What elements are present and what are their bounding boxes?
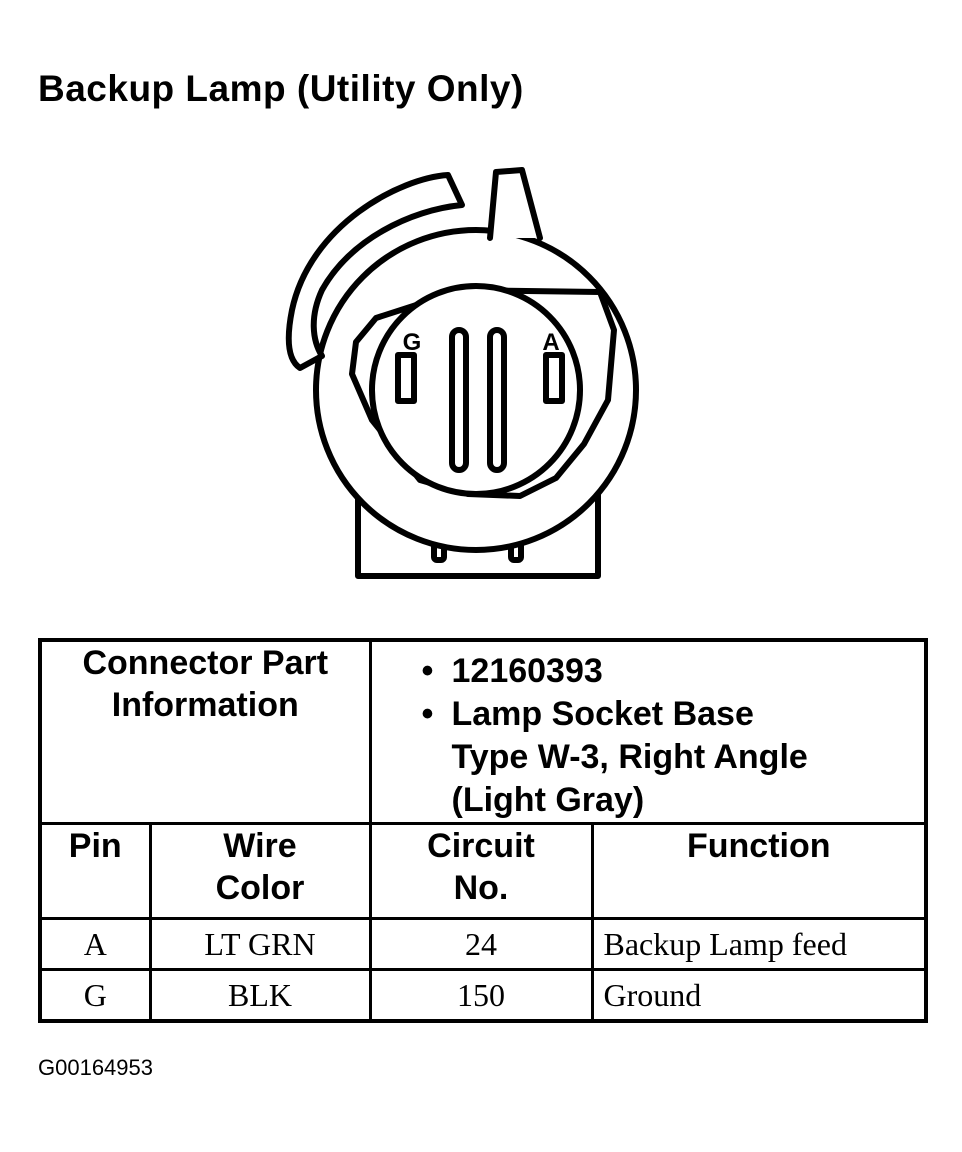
header-wire-color: Wire Color [148, 822, 372, 920]
connector-housing-base [355, 469, 601, 579]
diagram-title: Backup Lamp (Utility Only) [38, 68, 524, 109]
pin-label-g: G [403, 329, 422, 356]
connector-info-details: •12160393 •Lamp Socket Base Type W-3, Ri… [368, 638, 928, 825]
cell-pin: A [38, 917, 152, 971]
terminal-a [543, 352, 565, 404]
connector-info-row: Connector Part Information •12160393 •La… [38, 638, 928, 825]
cell-function: Ground [590, 968, 928, 1023]
pin-label-a: A [542, 329, 559, 356]
socket-inner-opening [369, 283, 583, 497]
info-item-continuation-1: Type W-3, Right Angle [451, 738, 808, 776]
connector-info-label: Connector Part Information [38, 638, 372, 825]
cell-wire-color: LT GRN [148, 917, 372, 971]
table-header-row: Pin Wire Color Circuit No. Function [38, 822, 928, 920]
blade-slot-left [449, 327, 469, 473]
header-function: Function [590, 822, 928, 920]
cell-wire-color: BLK [148, 968, 372, 1023]
connector-table: Connector Part Information •12160393 •La… [38, 638, 928, 1023]
table-row: G BLK 150 Ground [38, 968, 928, 1023]
header-pin: Pin [38, 822, 152, 920]
info-label-line1: Connector Part [82, 644, 329, 682]
connector-face-diagram: G A [285, 167, 639, 579]
blade-slot-right [487, 327, 507, 473]
latch-arm [285, 172, 465, 371]
info-label-line2: Information [111, 686, 299, 724]
info-item-part-number: •12160393 [421, 652, 603, 690]
info-item-continuation-2: (Light Gray) [451, 781, 645, 819]
cell-circuit: 150 [368, 968, 594, 1023]
key-tab [487, 167, 543, 241]
cell-pin: G [38, 968, 152, 1023]
info-item-description: •Lamp Socket Base [421, 695, 754, 733]
cell-circuit: 24 [368, 917, 594, 971]
cell-function: Backup Lamp feed [590, 917, 928, 971]
header-circuit-no: Circuit No. [368, 822, 594, 920]
table-row: A LT GRN 24 Backup Lamp feed [38, 917, 928, 971]
figure-id: G00164953 [38, 1055, 153, 1080]
terminal-g [395, 352, 417, 404]
